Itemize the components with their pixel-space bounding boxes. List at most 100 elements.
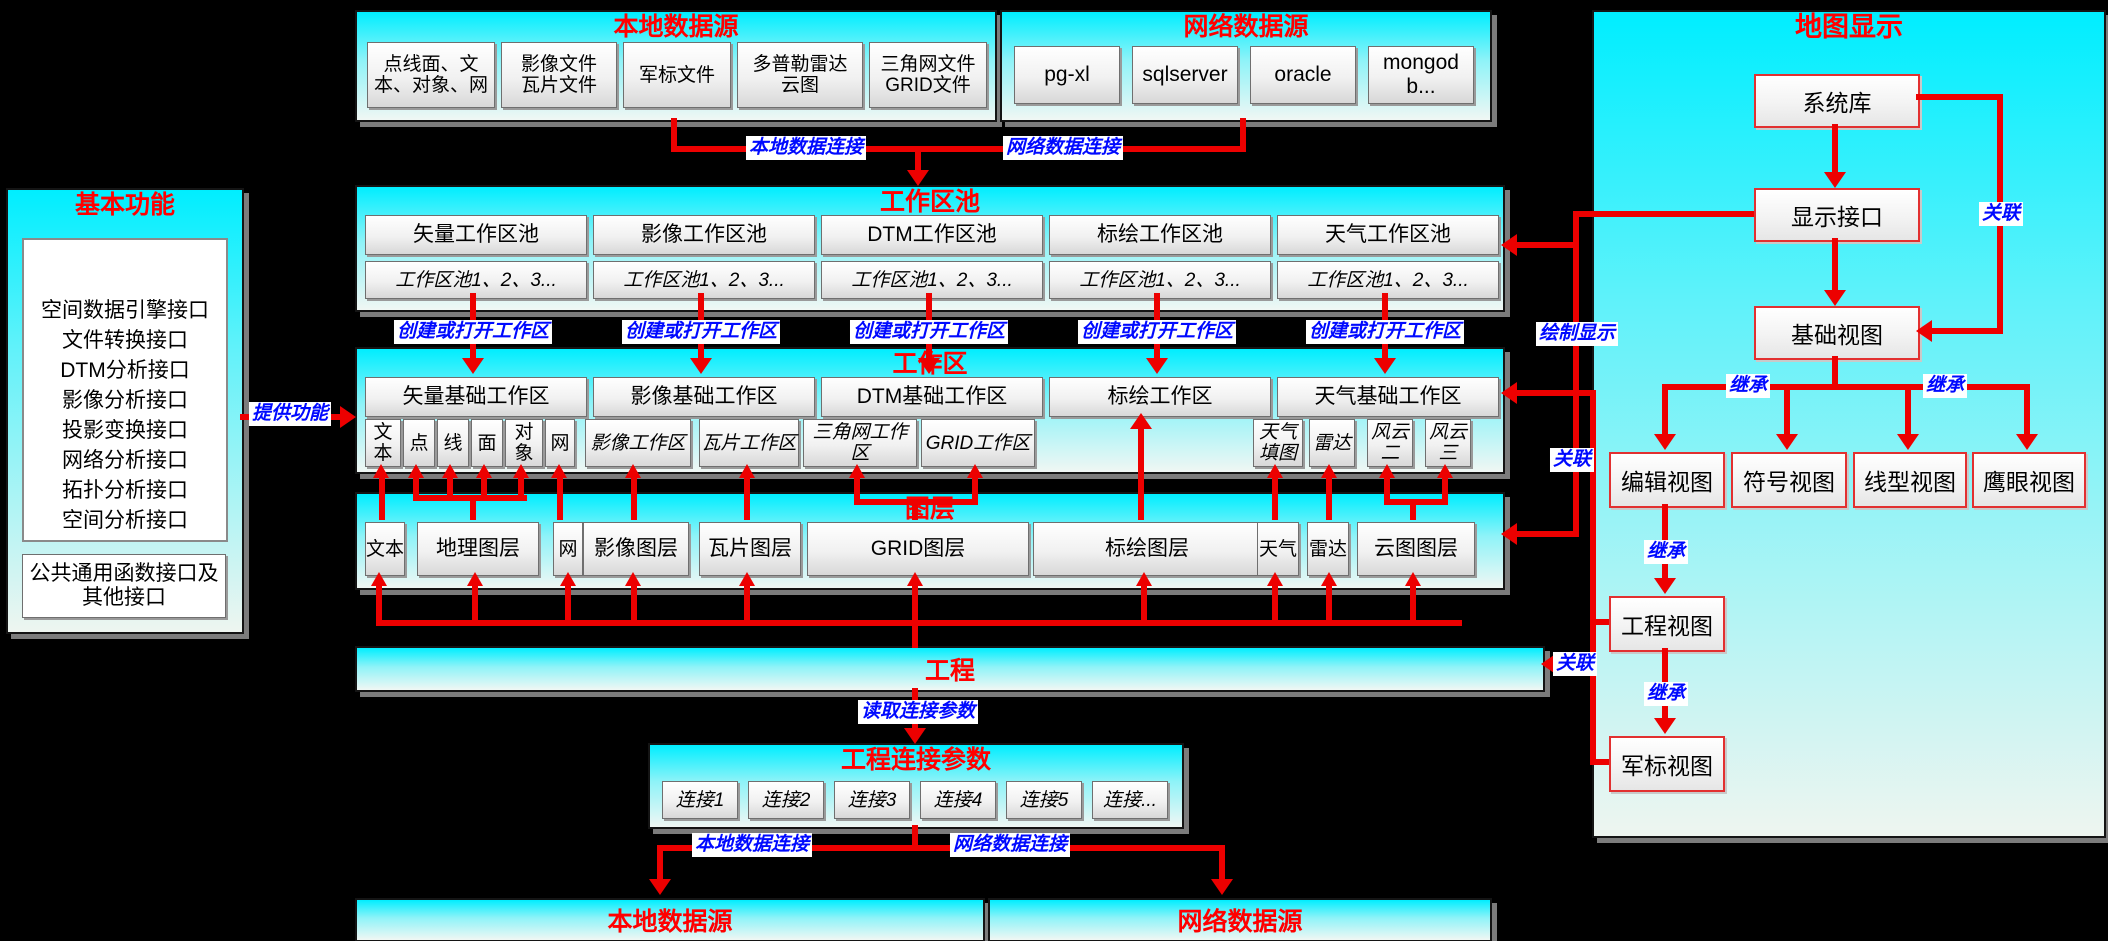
connector-line [1326, 585, 1332, 621]
workspace-pool-panel: 工作区池 矢量工作区池 影像工作区池 DTM工作区池 标绘工作区池 天气工作区池… [355, 185, 1505, 312]
connector-line [413, 495, 527, 501]
arrowhead-up [1321, 572, 1337, 586]
interface-item: 拓扑分析接口 [62, 479, 188, 502]
local-datasource-item: 三角网文件 GRID文件 [869, 42, 987, 108]
arrowhead-left [1501, 382, 1517, 404]
arrowhead-down [1654, 434, 1676, 450]
connector-line [1384, 477, 1390, 503]
arrowhead-up [1321, 464, 1337, 478]
connector-line [413, 477, 419, 499]
workspace-sub-box: 雷达 [1309, 419, 1355, 467]
workspace-sub-box: 瓦片工作区 [699, 419, 799, 467]
linetype-view-box: 线型视图 [1853, 452, 1967, 508]
arrowhead-down [904, 728, 926, 744]
layer-box: 地理图层 [417, 522, 539, 576]
arrowhead-left [1501, 234, 1517, 256]
workspace-box: DTM基础工作区 [821, 377, 1043, 417]
inherit-label: 继承 [1643, 682, 1689, 706]
network-datasource-item: mongodb... [1368, 46, 1474, 104]
connector-line [472, 585, 478, 621]
connector-line [912, 504, 918, 520]
layer-box: 文本 [365, 522, 405, 576]
local-datasource-title: 本地数据源 [613, 13, 739, 41]
basic-functions-title: 基本功能 [74, 191, 175, 219]
connector-line [1514, 390, 1596, 396]
project-view-box: 工程视图 [1609, 596, 1725, 652]
edit-view-box: 编辑视图 [1609, 452, 1725, 508]
workspace-sub-box: 对象 [505, 419, 543, 467]
network-datasource-item: pg-xl [1014, 46, 1120, 104]
base-view-box: 基础视图 [1754, 306, 1920, 360]
layer-box: 网 [553, 522, 583, 576]
connector-line [744, 477, 750, 520]
workspace-pool-title: 工作区池 [879, 188, 980, 216]
connector-line [671, 146, 1246, 152]
connector-line [657, 845, 663, 881]
connector-line [1832, 124, 1838, 174]
connector-line [912, 620, 918, 648]
arrowhead-down [1897, 434, 1919, 450]
arrowhead-up [967, 464, 983, 478]
arrowhead-up [476, 464, 492, 478]
pool-box: 标绘工作区池 [1049, 215, 1271, 255]
workspace-box: 影像基础工作区 [593, 377, 815, 417]
local-data-connect-label: 本地数据连接 [745, 136, 867, 160]
network-datasource-title: 网络数据源 [1183, 13, 1309, 41]
arrowhead-up [442, 464, 458, 478]
interface-list: 空间数据引擎接口 文件转换接口 DTM分析接口 影像分析接口 投影变换接口 网络… [24, 296, 226, 566]
connector-line [1916, 94, 2003, 100]
arrowhead-up [1379, 464, 1395, 478]
arrowhead-left [1501, 523, 1517, 545]
connector-line [1514, 531, 1576, 537]
inherit-label: 继承 [1643, 540, 1689, 564]
arrowhead-down [690, 358, 712, 374]
arrowhead-up [1130, 413, 1152, 429]
pool-instances-box: 工作区池1、2、3... [821, 261, 1043, 299]
workspace-box: 矢量基础工作区 [365, 377, 587, 417]
layer-box: 影像图层 [583, 522, 689, 576]
project-title: 工程 [924, 657, 975, 685]
network-datasource-item: sqlserver [1132, 46, 1238, 104]
connector-line [1573, 211, 1754, 217]
assoc-label: 关联 [1552, 652, 1598, 676]
workspace-sub-box: 面 [471, 419, 503, 467]
connector-line [631, 585, 637, 621]
bottom-network-datasource-bar: 网络数据源 [988, 898, 1492, 941]
arrowhead-down [1211, 879, 1233, 895]
layer-box: 天气 [1257, 522, 1299, 576]
arrowhead-up [1267, 572, 1283, 586]
arrowhead-left [1916, 320, 1932, 342]
arrowhead-down [1824, 290, 1846, 306]
connector-line [1410, 504, 1416, 520]
connector-line [1593, 759, 1609, 765]
arrowhead-up [625, 464, 641, 478]
assoc-label: 关联 [1549, 448, 1595, 472]
connector-line [1272, 585, 1278, 621]
inherit-label: 继承 [1725, 374, 1771, 398]
connector-line [854, 477, 860, 503]
connector-line [1573, 211, 1579, 537]
create-open-label: 创建或打开工作区 [621, 320, 781, 344]
connection-box: 连接3 [834, 781, 910, 819]
connector-line [557, 477, 563, 520]
workspace-sub-box: 天气填图 [1253, 419, 1303, 467]
bottom-local-datasource-title: 本地数据源 [607, 908, 733, 936]
connector-line [1272, 477, 1278, 520]
pool-instances-box: 工作区池1、2、3... [1277, 261, 1499, 299]
connector-line [518, 477, 524, 499]
draw-display-label: 绘制显示 [1535, 322, 1619, 346]
connector-line [1832, 238, 1838, 292]
interface-item: 空间分析接口 [62, 509, 188, 532]
interface-item: 网络分析接口 [62, 449, 188, 472]
connector-line [565, 585, 571, 621]
connector-line [912, 585, 918, 621]
arrowhead-up [907, 572, 923, 586]
connection-box: 连接... [1092, 781, 1168, 819]
workspace-sub-box: 影像工作区 [585, 419, 691, 467]
connector-line [1141, 585, 1147, 621]
arrowhead-up [1267, 464, 1283, 478]
network-datasource-panel: 网络数据源 pg-xl sqlserver oracle mongodb... [1000, 10, 1492, 122]
arrowhead-down [649, 879, 671, 895]
arrowhead-down [1654, 578, 1676, 594]
